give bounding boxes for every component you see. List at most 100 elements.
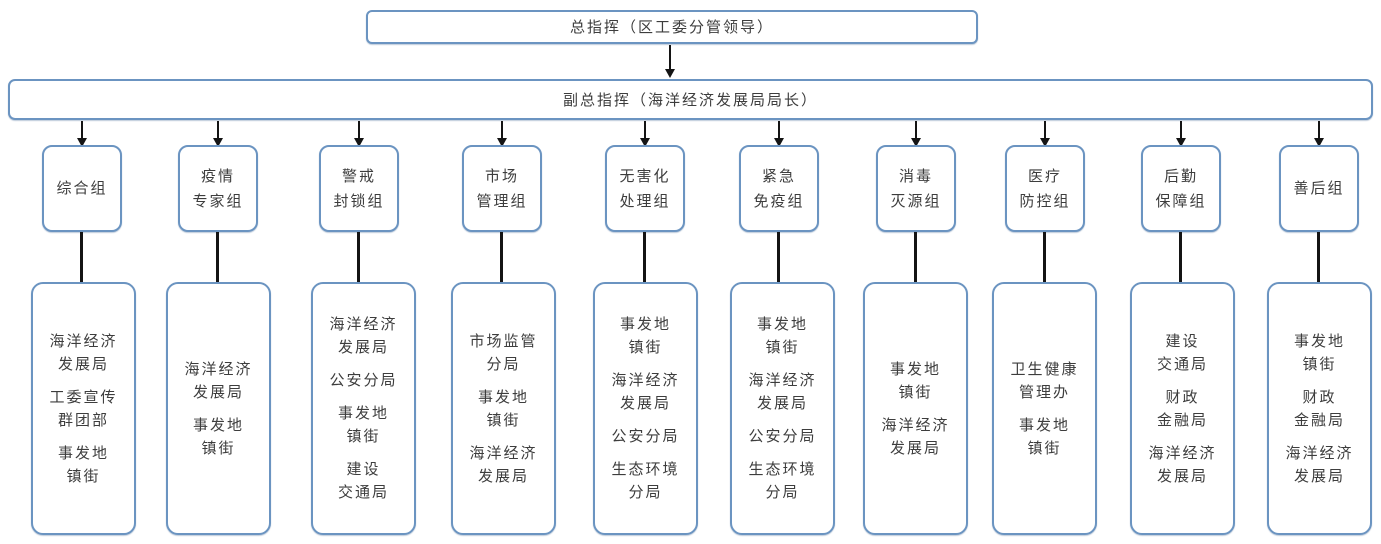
arrow-deputy-to-group-9 — [1176, 121, 1186, 147]
group-label: 警戒 封锁组 — [333, 166, 385, 210]
arrow-line — [501, 121, 503, 139]
connector-line-8 — [1043, 232, 1046, 282]
group-label: 医疗 防控组 — [1019, 166, 1071, 210]
member-entry: 财政 金融局 — [1293, 387, 1345, 429]
member-entry: 事发地 镇街 — [337, 404, 389, 445]
member-entry: 海洋经济 发展局 — [611, 371, 680, 412]
member-entry: 海洋经济 发展局 — [329, 315, 398, 356]
group-box-9: 后勤 保障组 — [1141, 145, 1221, 232]
member-entry: 事发地 镇街 — [756, 315, 808, 356]
arrow-line — [1044, 121, 1046, 139]
arrow-down-icon — [354, 138, 364, 147]
member-box-10: 事发地 镇街 财政 金融局 海洋经济 发展局 — [1267, 282, 1372, 535]
arrow-down-icon — [665, 69, 675, 78]
member-entry: 事发地 镇街 — [477, 387, 529, 429]
connector-line-6 — [777, 232, 780, 282]
member-entry: 海洋经济 发展局 — [469, 443, 538, 485]
member-entry: 事发地 镇街 — [889, 359, 941, 401]
arrow-down-icon — [497, 138, 507, 147]
arrow-down-icon — [911, 138, 921, 147]
member-entry: 事发地 镇街 — [57, 443, 109, 485]
arrow-line — [1318, 121, 1320, 139]
group-label: 善后组 — [1293, 179, 1345, 197]
group-box-2: 疫情 专家组 — [178, 145, 258, 232]
group-label: 后勤 保障组 — [1155, 166, 1207, 210]
connector-line-9 — [1179, 232, 1182, 282]
arrow-deputy-to-group-2 — [213, 121, 223, 147]
deputy-label: 副总指挥（海洋经济发展局局长） — [562, 90, 818, 109]
group-label: 综合组 — [56, 179, 108, 197]
arrow-commander-to-deputy — [665, 45, 675, 78]
arrow-deputy-to-group-6 — [774, 121, 784, 147]
member-box-8: 卫生健康 管理办 事发地 镇街 — [992, 282, 1097, 535]
arrow-down-icon — [213, 138, 223, 147]
group-label: 无害化 处理组 — [619, 166, 671, 210]
arrow-line — [669, 45, 671, 70]
arrow-line — [358, 121, 360, 139]
member-box-4: 市场监管 分局 事发地 镇街 海洋经济 发展局 — [451, 282, 556, 535]
arrow-deputy-to-group-5 — [640, 121, 650, 147]
arrow-deputy-to-group-10 — [1314, 121, 1324, 147]
member-box-9: 建设 交通局 财政 金融局 海洋经济 发展局 — [1130, 282, 1235, 535]
arrow-deputy-to-group-7 — [911, 121, 921, 147]
group-label: 市场 管理组 — [476, 166, 528, 210]
member-entry: 生态环境 分局 — [611, 460, 680, 501]
arrow-line — [644, 121, 646, 139]
member-entry: 事发地 镇街 — [619, 315, 671, 356]
arrow-line — [217, 121, 219, 139]
member-entry: 事发地 镇街 — [192, 415, 244, 457]
group-box-8: 医疗 防控组 — [1005, 145, 1085, 232]
member-box-6: 事发地 镇街 海洋经济 发展局 公安分局 生态环境 分局 — [730, 282, 835, 535]
member-box-5: 事发地 镇街 海洋经济 发展局 公安分局 生态环境 分局 — [593, 282, 698, 535]
group-box-5: 无害化 处理组 — [605, 145, 685, 232]
arrow-down-icon — [640, 138, 650, 147]
member-entry: 海洋经济 发展局 — [881, 415, 950, 457]
group-box-1: 综合组 — [42, 145, 122, 232]
member-entry: 建设 交通局 — [1156, 331, 1208, 373]
group-box-7: 消毒 灭源组 — [876, 145, 956, 232]
connector-line-10 — [1317, 232, 1320, 282]
arrow-line — [1180, 121, 1182, 139]
connector-line-1 — [80, 232, 83, 282]
arrow-down-icon — [77, 138, 87, 147]
member-entry: 生态环境 分局 — [748, 460, 817, 501]
group-box-10: 善后组 — [1279, 145, 1359, 232]
member-entry: 海洋经济 发展局 — [1285, 443, 1354, 485]
member-entry: 卫生健康 管理办 — [1010, 359, 1079, 401]
arrow-down-icon — [1314, 138, 1324, 147]
arrow-down-icon — [774, 138, 784, 147]
member-entry: 公安分局 — [748, 427, 817, 445]
member-entry: 财政 金融局 — [1156, 387, 1208, 429]
arrow-deputy-to-group-8 — [1040, 121, 1050, 147]
connector-line-5 — [643, 232, 646, 282]
group-box-4: 市场 管理组 — [462, 145, 542, 232]
commander-label: 总指挥（区工委分管领导） — [569, 18, 774, 36]
arrow-deputy-to-group-1 — [77, 121, 87, 147]
arrow-down-icon — [1176, 138, 1186, 147]
member-entry: 公安分局 — [611, 427, 680, 445]
member-entry: 市场监管 分局 — [469, 331, 538, 373]
group-box-3: 警戒 封锁组 — [319, 145, 399, 232]
group-label: 疫情 专家组 — [192, 166, 244, 210]
connector-line-2 — [216, 232, 219, 282]
member-entry: 海洋经济 发展局 — [748, 371, 817, 412]
member-box-2: 海洋经济 发展局 事发地 镇街 — [166, 282, 271, 535]
group-box-6: 紧急 免疫组 — [739, 145, 819, 232]
connector-line-4 — [500, 232, 503, 282]
member-box-7: 事发地 镇街 海洋经济 发展局 — [863, 282, 968, 535]
member-entry: 海洋经济 发展局 — [1148, 443, 1217, 485]
member-entry: 建设 交通局 — [337, 460, 389, 501]
member-box-1: 海洋经济 发展局 工委宣传 群团部 事发地 镇街 — [31, 282, 136, 535]
member-entry: 事发地 镇街 — [1018, 415, 1070, 457]
member-entry: 公安分局 — [329, 371, 398, 389]
arrow-line — [81, 121, 83, 139]
arrow-line — [915, 121, 917, 139]
arrow-line — [778, 121, 780, 139]
arrow-deputy-to-group-4 — [497, 121, 507, 147]
member-entry: 事发地 镇街 — [1293, 331, 1345, 373]
arrow-down-icon — [1040, 138, 1050, 147]
group-label: 紧急 免疫组 — [753, 166, 805, 210]
deputy-box: 副总指挥（海洋经济发展局局长） — [8, 79, 1373, 120]
connector-line-3 — [357, 232, 360, 282]
